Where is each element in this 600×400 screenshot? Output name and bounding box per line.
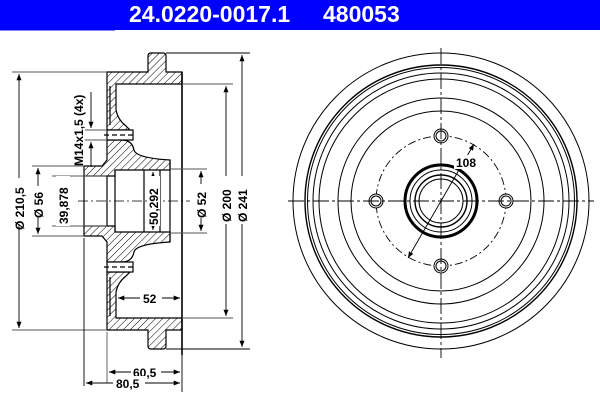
dim-outer-flange-dia: Ø 210,5 [13,187,27,230]
dim-overall-dia: Ø 241 [236,189,250,222]
side-view-labels: Ø 210,5 Ø 56 39,878 50,292 Ø 52 Ø 200 Ø … [11,95,250,391]
dim-overall-width: 80,5 [116,377,140,391]
dim-inner-depth: 52 [143,292,157,306]
side-view-dimension-lines [12,52,250,392]
dim-braking-dia: Ø 200 [220,189,234,222]
header-underline [0,30,115,31]
dim-hub-dia: Ø 56 [32,192,46,218]
title-bar: 24.0220-0017.1 480053 [0,0,600,30]
dim-center-dia: Ø 52 [195,192,209,218]
part-number: 24.0220-0017.1 [129,1,291,27]
front-view [288,48,594,358]
reference-number: 480053 [323,1,400,27]
label-bg [454,155,480,169]
dim-bore-50292: 50,292 [147,188,161,225]
dim-bolt-circle: 108 [456,156,476,170]
side-view-section [78,52,190,355]
dim-bore-39878: 39,878 [57,187,71,224]
dim-thread: M14x1,5 (4x) [72,95,86,166]
